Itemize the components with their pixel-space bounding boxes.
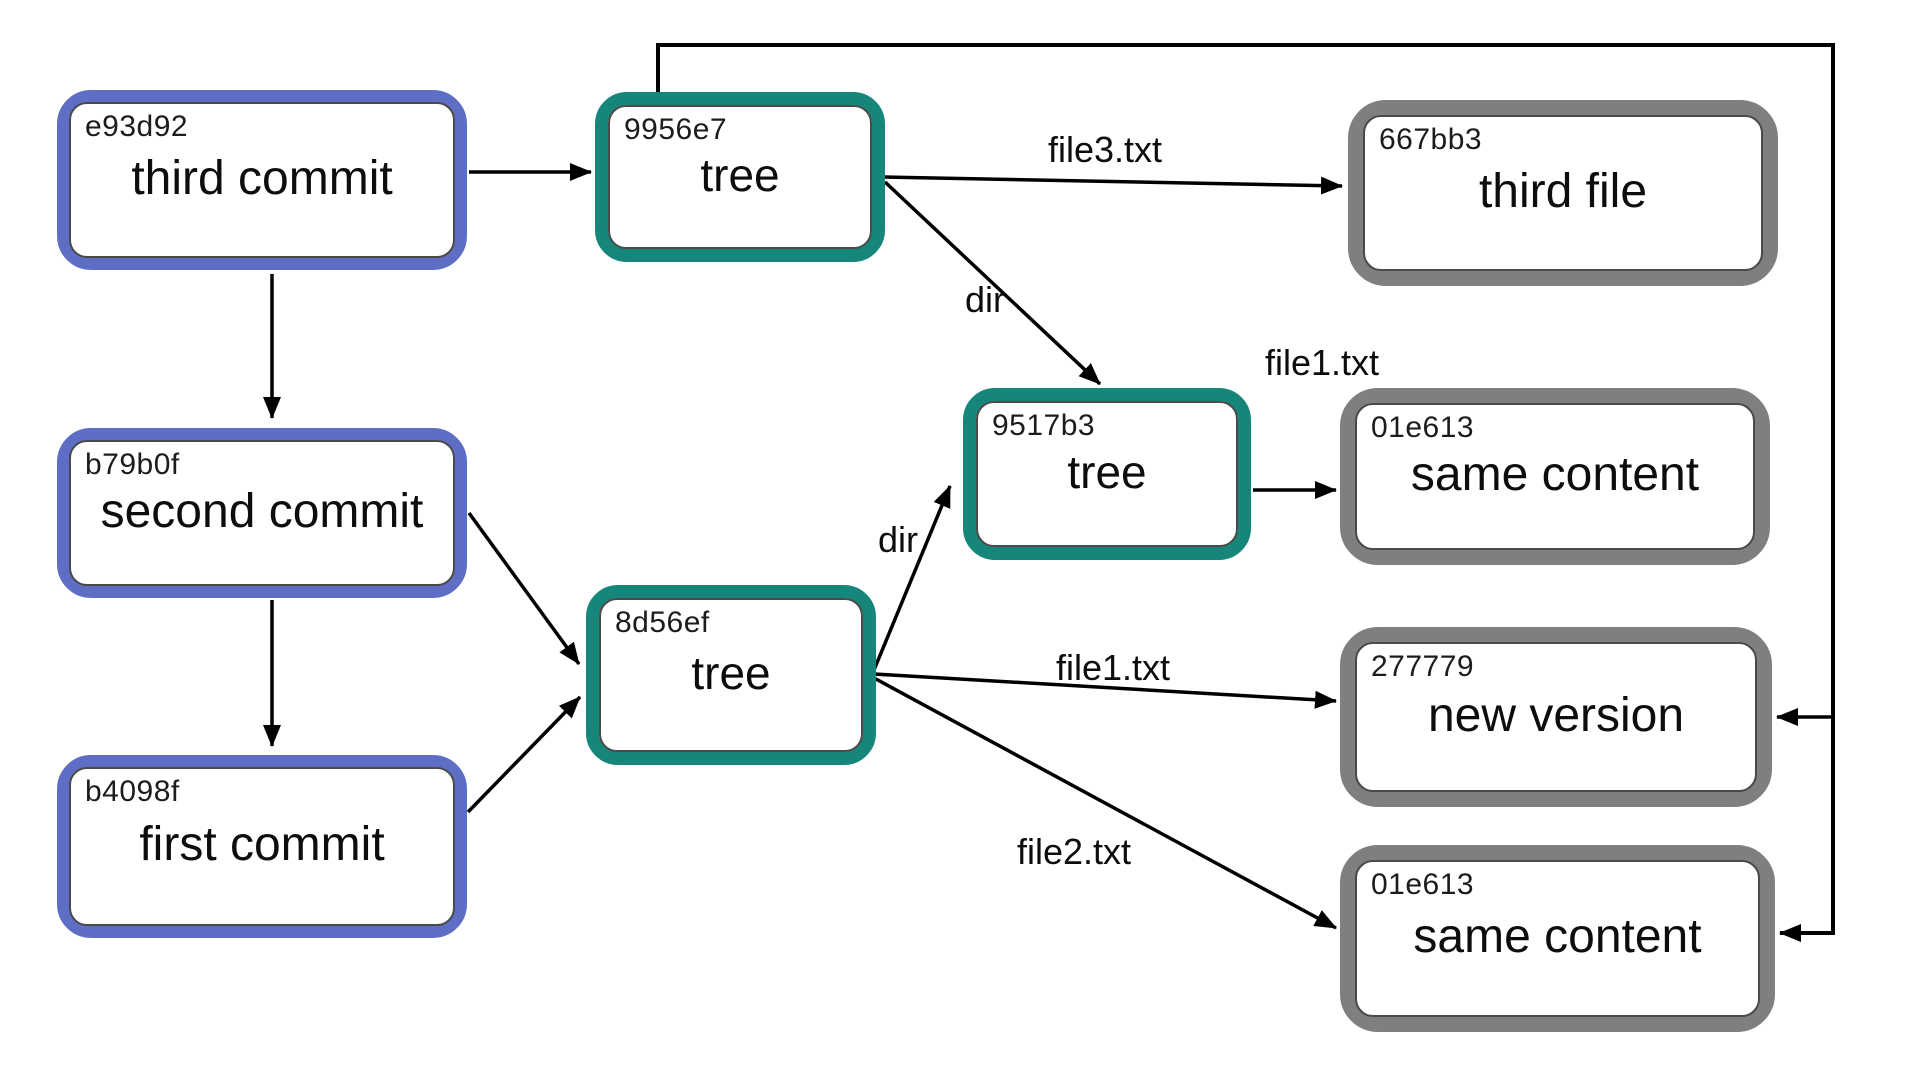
tree-node-9956e7: 9956e7 tree bbox=[595, 92, 885, 262]
edge-tree-8d56ef-to-new-version bbox=[873, 672, 1337, 709]
blob-label: same content bbox=[1410, 448, 1700, 501]
commit-hash: b79b0f bbox=[85, 448, 180, 481]
edge-label-file3-txt: file3.txt bbox=[1047, 129, 1163, 170]
blob-label: same content bbox=[1413, 910, 1702, 963]
commit-node-first: b4098f first commit bbox=[57, 755, 467, 938]
blob-hash: 277779 bbox=[1371, 650, 1475, 683]
blob-node-third-file: 667bb3 third file bbox=[1348, 100, 1778, 286]
commit-label: first commit bbox=[139, 818, 385, 871]
tree-hash: 8d56ef bbox=[615, 606, 710, 639]
commit-label: third commit bbox=[131, 151, 393, 205]
tree-hash: 9956e7 bbox=[624, 113, 728, 146]
blob-hash: 667bb3 bbox=[1379, 123, 1483, 156]
edge-first-commit-to-tree-8d56ef bbox=[466, 695, 582, 814]
tree-node-9517b3: 9517b3 tree bbox=[963, 388, 1251, 560]
tree-label: tree bbox=[700, 149, 780, 201]
edge-label-dir-bottom: dir bbox=[877, 519, 919, 560]
edge-tree-8d56ef-to-tree-9517b3-dir bbox=[872, 485, 952, 671]
tree-label: tree bbox=[1067, 446, 1147, 498]
edge-label-dir-top: dir bbox=[964, 279, 1006, 320]
tree-node-8d56ef: 8d56ef tree bbox=[586, 585, 876, 765]
edge-second-commit-to-tree-8d56ef bbox=[467, 511, 581, 666]
edge-tree-9956e7-loop-to-same-content-bottom bbox=[656, 43, 1835, 942]
commit-hash: e93d92 bbox=[85, 110, 189, 143]
tree-label: tree bbox=[691, 647, 771, 699]
commit-label: second commit bbox=[100, 484, 424, 538]
blob-node-new-version: 277779 new version bbox=[1340, 627, 1772, 807]
edge-tree-9956e7-to-tree-9517b3-dir bbox=[883, 180, 1102, 386]
commit-node-third: e93d92 third commit bbox=[57, 90, 467, 270]
blob-hash: 01e613 bbox=[1371, 411, 1475, 444]
blob-node-same-content-top: 01e613 same content bbox=[1340, 388, 1770, 565]
edge-tree-8d56ef-to-same-content-bottom bbox=[873, 676, 1337, 930]
blob-node-same-content-bottom: 01e613 same content bbox=[1340, 845, 1775, 1032]
blob-label: third file bbox=[1478, 164, 1648, 218]
edge-label-file1-txt-bottom: file1.txt bbox=[1055, 647, 1171, 688]
edge-label-file2-txt: file2.txt bbox=[1016, 831, 1132, 872]
blob-hash: 01e613 bbox=[1371, 868, 1475, 901]
blob-label: new version bbox=[1427, 688, 1685, 742]
commit-node-second: b79b0f second commit bbox=[57, 428, 467, 598]
edge-label-file1-txt-top: file1.txt bbox=[1264, 342, 1380, 383]
edge-tree-9956e7-to-third-file bbox=[884, 175, 1343, 195]
tree-hash: 9517b3 bbox=[992, 409, 1096, 442]
commit-hash: b4098f bbox=[85, 775, 180, 808]
